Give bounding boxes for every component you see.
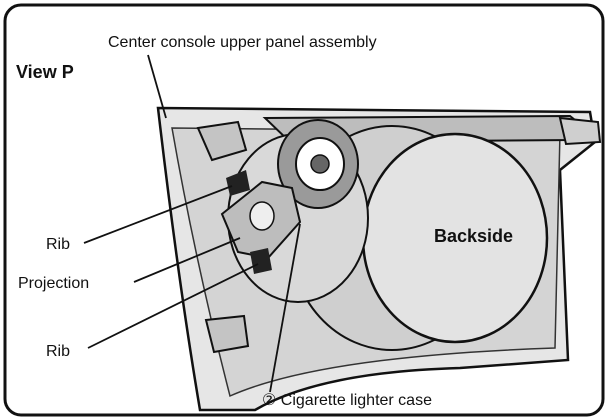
assembly-leader <box>147 54 167 119</box>
leader-lines <box>83 54 301 393</box>
lighter-socket-center <box>310 154 330 174</box>
lighter-case-leader <box>269 223 301 393</box>
projection-leader <box>133 237 241 283</box>
lighter-case-label: ② Cigarette lighter case <box>262 392 432 409</box>
bottom-left-clip <box>204 314 250 354</box>
rib-bottom-leader <box>87 263 259 349</box>
right-clip <box>558 116 602 146</box>
rib-top-label: Rib <box>46 236 70 253</box>
view-label: View P <box>16 62 74 82</box>
rib-top-leader <box>83 185 233 244</box>
upper-rib <box>226 170 250 196</box>
backside-label: Backside <box>434 226 513 246</box>
rib-bottom-label: Rib <box>46 343 70 360</box>
panel-drawing <box>156 106 602 412</box>
lower-rib <box>250 248 272 274</box>
bracket-hole <box>249 201 275 231</box>
projection-label: Projection <box>18 275 89 292</box>
assembly-label: Center console upper panel assembly <box>108 34 377 51</box>
top-left-clip <box>196 120 248 162</box>
